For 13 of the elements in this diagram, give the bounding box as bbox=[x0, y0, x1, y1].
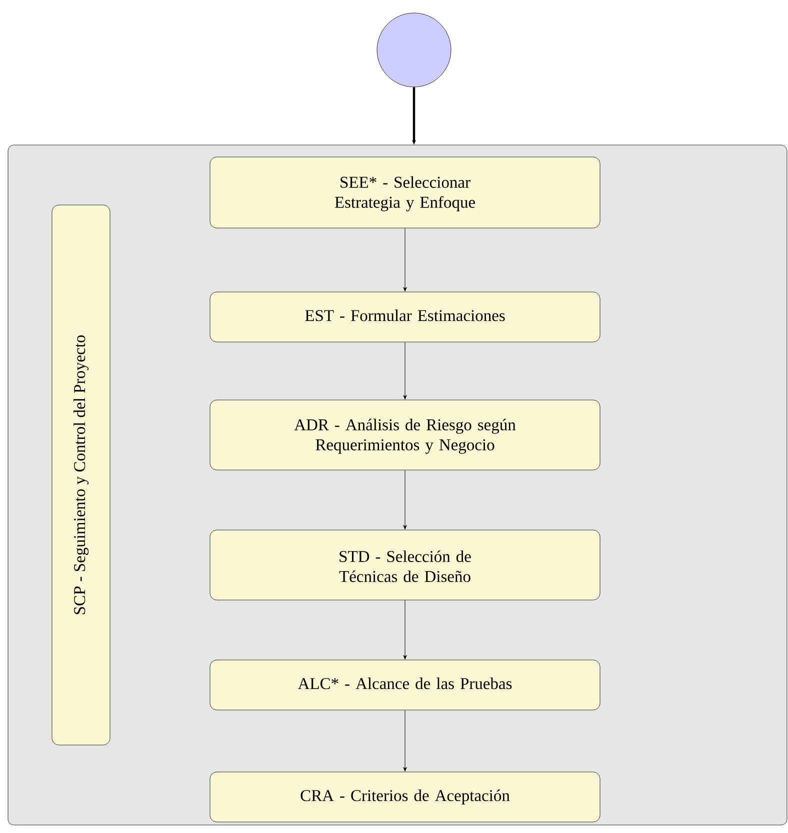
process-box: ALC* - Alcance de las Pruebas bbox=[210, 660, 600, 710]
process-box: ADR - Análisis de Riesgo según Requerimientos y Negocio bbox=[210, 400, 600, 470]
process-box: SEE* - Seleccionar Estrategia y Enfoque bbox=[210, 156, 600, 228]
arrow bbox=[403, 710, 407, 772]
process-box: STD - Selección de Técnicas de Diseño bbox=[210, 530, 600, 600]
process-box: EST - Formular Estimaciones bbox=[210, 292, 600, 342]
start-circle bbox=[376, 12, 452, 88]
arrow bbox=[403, 342, 407, 400]
process-box: CRA - Criterios de Aceptación bbox=[210, 772, 600, 822]
process-box: SCP - Seguimiento y Control del Proyecto bbox=[52, 204, 110, 746]
arrow bbox=[403, 600, 407, 660]
arrow bbox=[403, 228, 407, 292]
arrow bbox=[403, 470, 407, 530]
